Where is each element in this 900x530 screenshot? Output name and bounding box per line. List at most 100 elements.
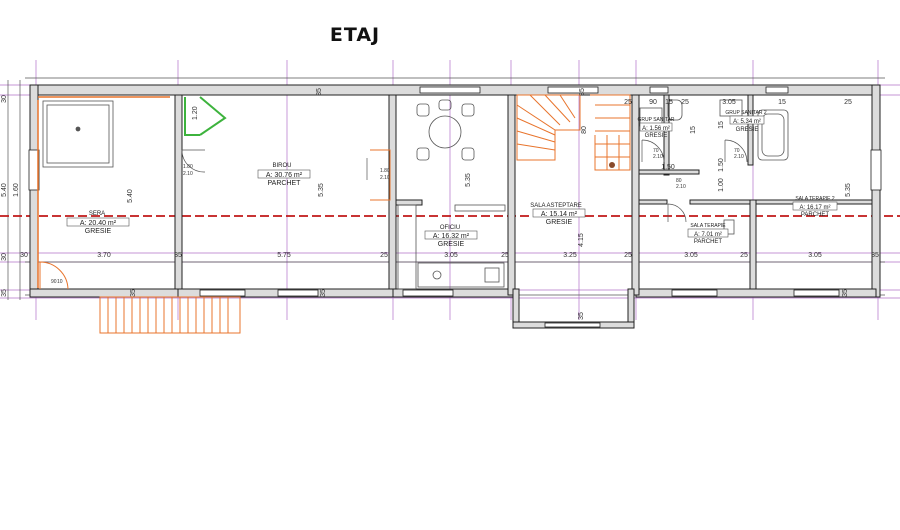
dim-text: 30 xyxy=(1,253,8,261)
dim-text: 1.60 xyxy=(13,183,20,197)
dim-text: 35 xyxy=(871,252,879,259)
door-sill-sera: 10 xyxy=(57,279,63,285)
dim-text: 15 xyxy=(718,121,725,129)
double-door xyxy=(370,149,391,201)
dim-text: 1.50 xyxy=(718,158,725,172)
room-area: A: 16.17 m² xyxy=(799,205,830,211)
room-label-sala-terapie-2: SALA TERAPIE 2 A: 16.17 m² PARCHET xyxy=(792,196,838,218)
kitchen-counter xyxy=(397,204,506,290)
dim-text: 35 xyxy=(842,289,849,297)
dim-text: 15 xyxy=(778,99,786,106)
room-label-birou: BIROU A: 30.76 m² PARCHET xyxy=(257,163,311,187)
door-sill-oficiu: 2.10 xyxy=(380,175,390,181)
dim-text: 25 xyxy=(740,252,748,259)
dim-text: 3.05 xyxy=(444,252,458,259)
room-label-sera: SERA A: 20.40 m² GRESIE xyxy=(66,211,130,235)
room-finish: GRESIE xyxy=(438,241,465,248)
room-area: A: 1.56 m² xyxy=(642,126,670,132)
windows xyxy=(28,86,882,328)
plan-title: ETAJ xyxy=(329,24,381,46)
dim-text: 25 xyxy=(624,252,632,259)
room-area: A: 20.40 m² xyxy=(80,220,117,227)
room-label-sala-terapie: SALA TERAPIE A: 7.01 m² PARCHET xyxy=(687,223,729,245)
room-label-oficiu: OFICIU A: 16.32 m² GRESIE xyxy=(424,225,478,248)
room-finish: PARCHET xyxy=(694,239,723,245)
sera-glazing xyxy=(37,96,170,288)
room-label-grup-sanitar-2: GRUP SANITAR 2 A: 5.34 m² GRESIE xyxy=(725,110,766,133)
birou-door-swing xyxy=(181,149,206,173)
dim-text: 3.05 xyxy=(722,99,736,106)
sanitary-doors xyxy=(366,139,748,223)
room-finish: GRESIE xyxy=(546,219,573,226)
dim-text: 5.35 xyxy=(465,173,472,187)
dim-text: 5.35 xyxy=(318,183,325,197)
dim-text: 80 xyxy=(581,126,588,134)
window-code-birou: 1.20 xyxy=(192,106,199,120)
room-name: SALA TERAPIE 2 xyxy=(795,196,835,202)
sera-door-swing xyxy=(39,261,69,290)
dim-text: 35 xyxy=(1,289,8,297)
dim-text: 35 xyxy=(130,289,137,297)
room-area: A: 16.32 m² xyxy=(433,233,470,240)
dim-text: 5.40 xyxy=(1,183,8,197)
dim-text: 30 xyxy=(1,95,8,103)
room-name: SALA ASTEPTARE xyxy=(530,203,582,209)
sanitary-fixtures xyxy=(639,99,789,235)
dimension-chain-bottom: 30 3.70 35 5.75 25 3.05 25 3.25 25 3.05 … xyxy=(20,252,879,259)
room-finish: GRESIE xyxy=(736,127,759,133)
room-area: A: 15.14 m² xyxy=(541,211,578,218)
door-code-birou: 1.80 xyxy=(183,164,193,170)
room-name: BIROU xyxy=(272,163,291,169)
door-sill-birou: 2.10 xyxy=(183,171,193,177)
room-area: A: 30.76 m² xyxy=(266,172,303,179)
dim-text: 25 xyxy=(624,99,632,106)
dim-text: 25 xyxy=(844,99,852,106)
room-label-sala-asteptare: SALA ASTEPTARE A: 15.14 m² GRESIE xyxy=(530,203,586,226)
dim-text: 25 xyxy=(380,252,388,259)
door-code-gs1: 70 xyxy=(653,148,659,154)
dim-text: 5.35 xyxy=(845,183,852,197)
door-sill-gs2: 2.10 xyxy=(734,154,744,160)
dimension-chain-left: 30 5.40 1.60 30 35 xyxy=(1,95,20,297)
exterior-stair xyxy=(99,296,241,334)
room-finish: GRESIE xyxy=(645,133,668,139)
dim-text: 35 xyxy=(316,88,323,96)
dim-text: 5.40 xyxy=(127,189,134,203)
door-code-gs2: 70 xyxy=(734,148,740,154)
dim-text: 15 xyxy=(690,126,697,134)
room-name: SERA xyxy=(89,211,105,217)
dim-text: 35 xyxy=(174,252,182,259)
door-sill-gs1: 2.10 xyxy=(653,154,663,160)
door-code-oficiu: 1.80 xyxy=(380,168,390,174)
dimension-chain-top: 35 25 35 25 90 15 3.05 15 25 xyxy=(316,88,852,106)
dim-text: 25 xyxy=(681,99,689,106)
axis-grid xyxy=(0,60,900,320)
dim-text: 35 xyxy=(579,88,586,96)
sera-tub xyxy=(42,100,114,168)
room-name: GRUP SANITAR xyxy=(637,117,674,123)
dining-table xyxy=(416,99,475,161)
room-label-grup-sanitar-1: GRUP SANITAR A: 1.56 m² GRESIE xyxy=(637,117,674,139)
room-area: A: 5.34 m² xyxy=(733,119,761,125)
room-name: GRUP SANITAR 2 xyxy=(725,110,766,116)
dim-text: 1.00 xyxy=(718,178,725,192)
door-code-terapie: 80 xyxy=(676,178,682,184)
dim-text: 4.15 xyxy=(578,233,585,247)
door-code-sera: 90 xyxy=(51,279,57,285)
dim-text: 3.70 xyxy=(97,252,111,259)
interior-stair xyxy=(516,94,631,171)
dim-text: 30 xyxy=(20,252,28,259)
dimension-interior: 5.40 5.35 5.35 4.15 5.35 1.50 1.00 1.50 … xyxy=(127,121,852,320)
dim-text: 25 xyxy=(501,252,509,259)
room-area: A: 7.01 m² xyxy=(694,232,722,238)
dim-text: 3.05 xyxy=(808,252,822,259)
dim-text: 90 xyxy=(649,99,657,106)
dim-text: 35 xyxy=(320,289,327,297)
corner-window xyxy=(184,96,227,136)
dim-text: 35 xyxy=(578,312,585,320)
room-name: OFICIU xyxy=(440,225,460,231)
room-finish: PARCHET xyxy=(268,180,302,187)
dim-text: 3.05 xyxy=(684,252,698,259)
